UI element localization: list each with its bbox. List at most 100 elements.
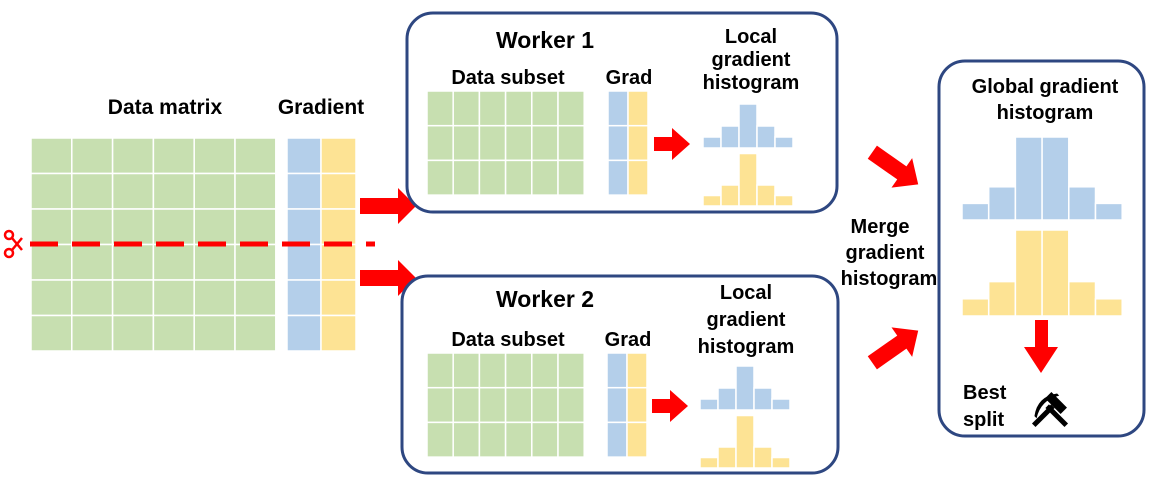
matrix-cell (111, 279, 155, 317)
data-matrix-label: Data matrix (108, 96, 223, 119)
gradient-cell (320, 208, 357, 246)
matrix-cell (531, 386, 559, 424)
global-yellow-histogram (961, 229, 1123, 317)
worker-2-gradient-columns (606, 352, 648, 458)
histogram-bar (756, 125, 776, 149)
gradient-cell (286, 314, 322, 352)
histogram-bar (774, 194, 794, 207)
worker-1-gradient-columns (607, 90, 649, 196)
matrix-cell (111, 314, 155, 352)
histogram-bar (735, 365, 755, 411)
histogram-bar (702, 136, 722, 149)
worker-2-data-subset (426, 352, 585, 458)
merge-label-line-1: Merge (851, 216, 910, 238)
histogram-bar (720, 125, 740, 149)
histogram-bar (1014, 229, 1043, 317)
histogram-bar (1041, 229, 1070, 317)
matrix-cell (531, 124, 559, 162)
worker-2-blue-histogram (699, 365, 791, 411)
matrix-cell (557, 124, 585, 162)
matrix-cell (193, 172, 236, 210)
matrix-cell (234, 208, 277, 246)
matrix-cell (452, 124, 481, 162)
histogram-bar (699, 456, 719, 469)
matrix-cell (557, 421, 585, 458)
matrix-cell (111, 243, 155, 281)
worker-1-blue-histogram (702, 103, 794, 149)
gradient-cell (606, 421, 628, 458)
arrow-to-worker-2 (360, 260, 416, 296)
matrix-cell (426, 421, 454, 458)
gradient-cell (626, 386, 648, 424)
matrix-cell (193, 243, 236, 281)
worker-1-data-subset (426, 90, 585, 196)
gradient-cell (286, 243, 322, 281)
matrix-cell (557, 159, 585, 196)
histogram-bar (1068, 186, 1097, 221)
matrix-cell (531, 90, 559, 127)
global-title-line-1: Global gradient (972, 76, 1119, 98)
matrix-cell (234, 314, 277, 352)
matrix-cell (193, 137, 236, 175)
worker-2-histogram-label-line-3: histogram (698, 336, 795, 358)
worker-2-arrow (652, 390, 688, 422)
matrix-cell (557, 90, 585, 127)
histogram-bar (720, 184, 740, 207)
gradient-cell (286, 279, 322, 317)
worker-1-arrow (654, 128, 690, 160)
gradient-cell (607, 90, 629, 127)
histogram-bar (699, 398, 719, 411)
histogram-bar (1094, 202, 1123, 221)
matrix-cell (71, 208, 114, 246)
matrix-cell (531, 352, 559, 389)
arrow-merge-from-worker-1 (867, 145, 919, 188)
histogram-bar (987, 280, 1017, 317)
scissors-icon (3, 229, 23, 259)
matrix-cell (71, 137, 114, 175)
gradient-cell (320, 243, 357, 281)
histogram-bar (753, 387, 773, 411)
matrix-cell (531, 159, 559, 196)
global-blue-histogram (961, 136, 1123, 221)
histogram-bar (738, 103, 758, 149)
matrix-cell (426, 352, 454, 389)
hammer-pick-icon (1031, 392, 1069, 428)
matrix-cell (111, 208, 155, 246)
matrix-cell (193, 208, 236, 246)
matrix-cell (426, 90, 454, 127)
matrix-cell (111, 172, 155, 210)
worker-1-grad-label: Grad (606, 67, 653, 89)
global-title-line-2: histogram (997, 102, 1094, 124)
matrix-cell (478, 386, 507, 424)
histogram-bar (753, 446, 773, 469)
gradient-cell (320, 314, 357, 352)
gradient-columns (286, 137, 357, 352)
worker-1-histogram-label-line-2: gradient (712, 49, 791, 71)
matrix-cell (478, 124, 507, 162)
worker-1-histogram-label-line-3: histogram (703, 72, 800, 94)
histogram-bar (738, 152, 758, 207)
histogram-bar (717, 387, 737, 411)
matrix-cell (234, 243, 277, 281)
matrix-cell (452, 352, 481, 389)
histogram-bar (735, 414, 755, 469)
histogram-bar (1041, 136, 1070, 221)
gradient-cell (626, 421, 648, 458)
histogram-bar (987, 186, 1017, 221)
matrix-cell (426, 386, 454, 424)
matrix-cell (426, 159, 454, 196)
matrix-cell (504, 352, 533, 389)
matrix-cell (193, 279, 236, 317)
worker-2-data-subset-label: Data subset (451, 329, 565, 351)
matrix-cell (452, 386, 481, 424)
matrix-cell (30, 279, 73, 317)
gradient-cell (286, 172, 322, 210)
worker-2-histogram-label-line-1: Local (720, 282, 772, 304)
worker-1-data-subset-label: Data subset (451, 67, 565, 89)
histogram-bar (771, 398, 791, 411)
worker-2-yellow-histogram (699, 414, 791, 469)
matrix-cell (504, 159, 533, 196)
matrix-cell (234, 172, 277, 210)
matrix-cell (152, 172, 195, 210)
